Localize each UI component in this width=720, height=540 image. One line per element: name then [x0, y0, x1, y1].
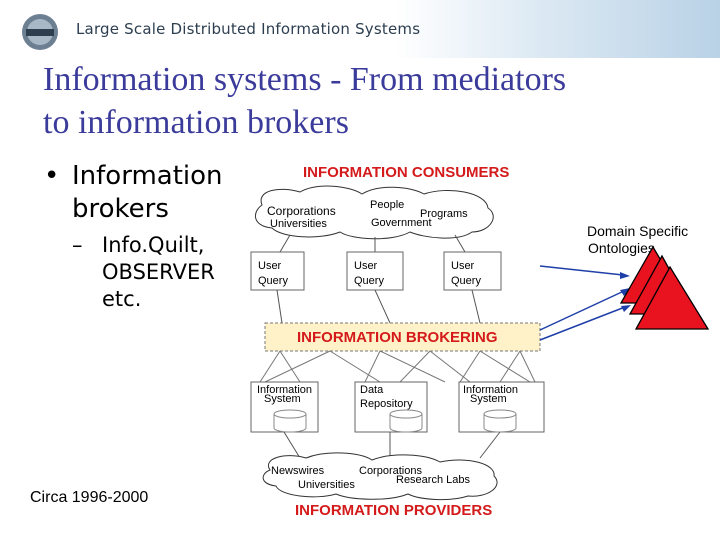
- svg-text:User: User: [258, 260, 282, 272]
- source-information-system-2: Information System: [458, 381, 545, 433]
- svg-text:Information: Information: [257, 384, 312, 396]
- svg-text:Query: Query: [451, 275, 481, 287]
- provider-corporations: Corporations: [359, 465, 422, 477]
- slide-title: Information systems - From mediators to …: [43, 58, 703, 144]
- banner-title: Large Scale Distributed Information Syst…: [76, 20, 421, 38]
- sub-bullet-text: Info.Quilt, OBSERVER etc.: [102, 233, 215, 311]
- header-banner: Large Scale Distributed Information Syst…: [0, 0, 720, 58]
- svg-text:User: User: [354, 260, 378, 272]
- consumers-cloud: [254, 185, 494, 240]
- consumers-title: INFORMATION CONSUMERS: [303, 164, 509, 181]
- user-query-3: User Query: [443, 251, 502, 291]
- title-line-2: to information brokers: [43, 104, 349, 141]
- svg-text:System: System: [470, 393, 507, 405]
- consumer-universities: Universities: [270, 218, 327, 230]
- ontology-triangles: [619, 245, 710, 330]
- bullet-dot-icon: •: [44, 161, 60, 191]
- provider-research-labs: Research Labs: [396, 474, 470, 486]
- svg-text:Data: Data: [360, 384, 384, 396]
- source-data-repository: Data Repository: [354, 381, 428, 433]
- bullet-text: Information brokers: [72, 161, 223, 224]
- source-information-system-1: Information System: [250, 381, 319, 433]
- brokering-layer: [264, 322, 541, 352]
- broker-source-links: [259, 350, 536, 383]
- svg-text:Query: Query: [354, 275, 384, 287]
- consumer-people: People: [370, 199, 404, 211]
- brokering-title: INFORMATION BROKERING: [297, 329, 498, 346]
- user-query-2: User Query: [346, 251, 404, 291]
- svg-text:Repository: Repository: [360, 398, 413, 410]
- dash-icon: –: [72, 233, 83, 257]
- providers-cloud: [262, 452, 498, 501]
- ontologies-label-line2: Ontologies: [588, 240, 655, 256]
- provider-newswires: Newswires: [271, 465, 325, 477]
- consumer-corporations: Corporations: [267, 204, 336, 218]
- title-line-1: Information systems - From mediators: [43, 61, 567, 98]
- lsdis-logo: [22, 14, 58, 50]
- svg-text:User: User: [451, 260, 475, 272]
- ontologies-label-line1: Domain Specific: [587, 223, 688, 239]
- svg-text:System: System: [264, 393, 301, 405]
- consumer-government: Government: [371, 217, 432, 229]
- date-footnote: Circa 1996-2000: [30, 489, 149, 506]
- svg-text:Query: Query: [258, 275, 288, 287]
- user-query-1: User Query: [250, 251, 305, 291]
- svg-text:Information: Information: [463, 384, 518, 396]
- consumer-programs: Programs: [420, 208, 468, 220]
- provider-universities: Universities: [298, 479, 355, 491]
- providers-title: INFORMATION PROVIDERS: [295, 502, 492, 519]
